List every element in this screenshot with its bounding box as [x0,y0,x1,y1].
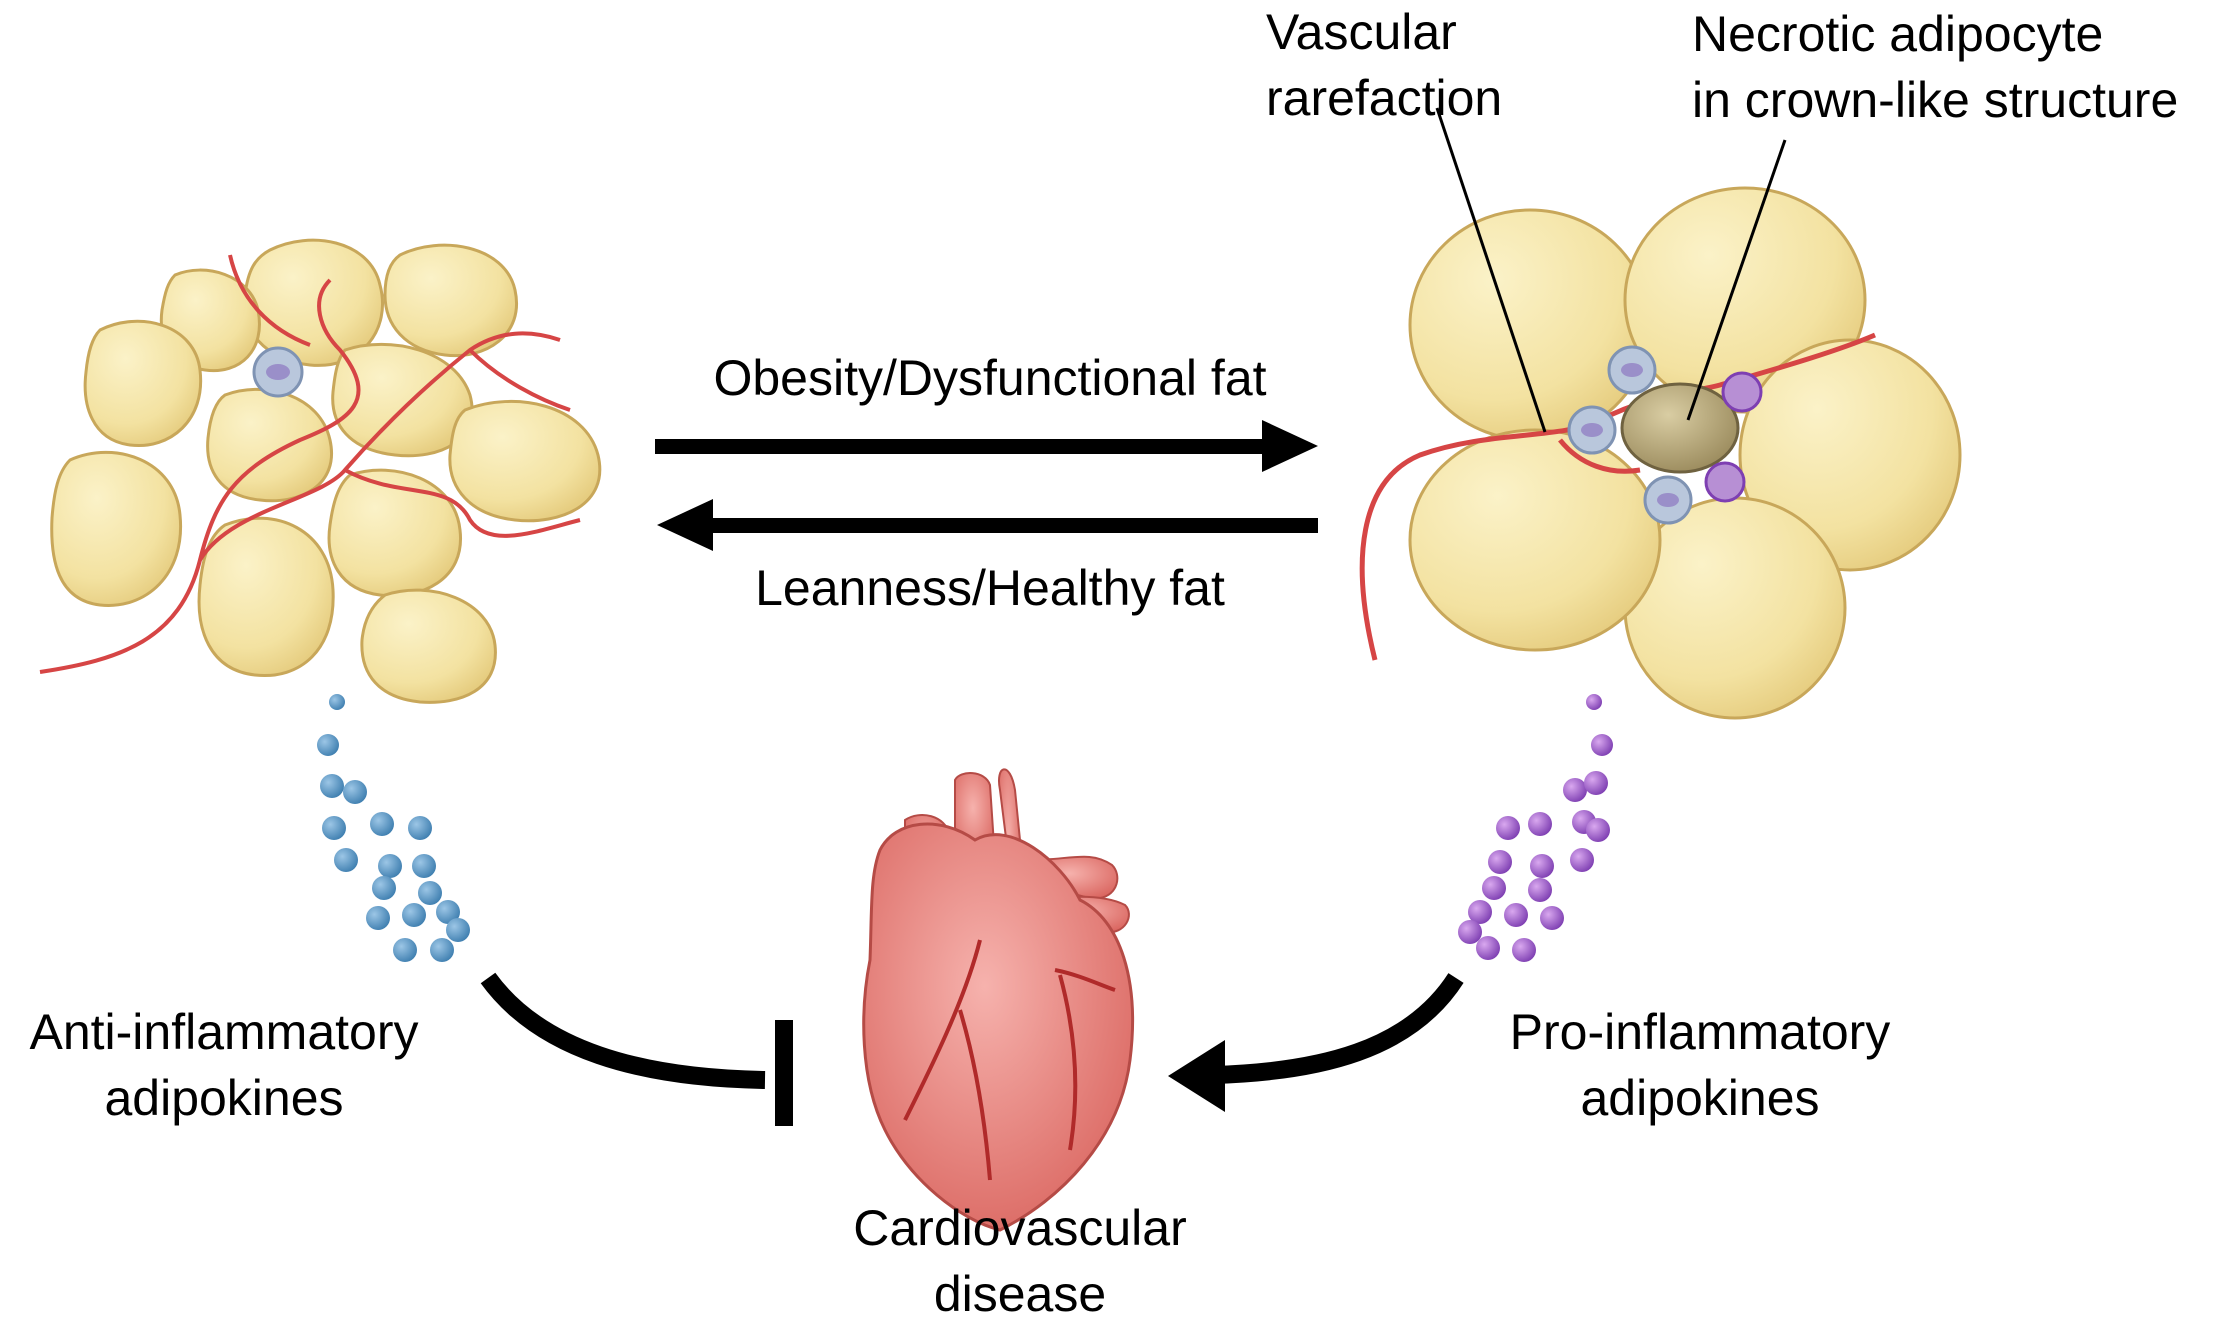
anti-label-line2: adipokines [104,1070,344,1126]
leanness-arrow [657,499,1318,551]
adipocyte-icon [50,238,602,704]
blood-vessel [39,254,581,674]
healthy-adipose-tissue [39,238,602,704]
leader-line-necrotic [1686,139,1787,421]
dysfunctional-adipose-tissue [1359,107,1962,720]
anti-inflammatory-adipokines [317,694,470,962]
promotion-arrow [1168,973,1464,1112]
pro-label-line1: Pro-inflammatory [1509,1004,1891,1060]
leanness-label: Leanness/Healthy fat [755,560,1225,616]
anti-label-line1: Anti-inflammatory [29,1004,419,1060]
inhibition-arrow [480,972,793,1126]
pro-label-line2: adipokines [1580,1070,1820,1126]
necrotic-label-line2: in crown-like structure [1692,72,2179,128]
vascular-label-line2: rarefaction [1266,70,1503,126]
heart-icon [862,768,1134,1232]
obesity-label: Obesity/Dysfunctional fat [713,350,1267,406]
cvd-label-line2: disease [933,1266,1107,1320]
necrotic-adipocyte [1620,382,1740,474]
obesity-arrow [655,420,1318,472]
macrophage-icon [1567,345,1763,525]
cvd-label-line1: Cardiovascular [853,1200,1187,1256]
leader-line-vascular [1435,107,1547,433]
adipocyte-icon [1408,186,1962,720]
vascular-label-line1: Vascular [1266,4,1457,60]
necrotic-label-line1: Necrotic adipocyte [1692,6,2104,62]
macrophage-icon [252,346,304,398]
pro-inflammatory-adipokines [1458,694,1613,962]
